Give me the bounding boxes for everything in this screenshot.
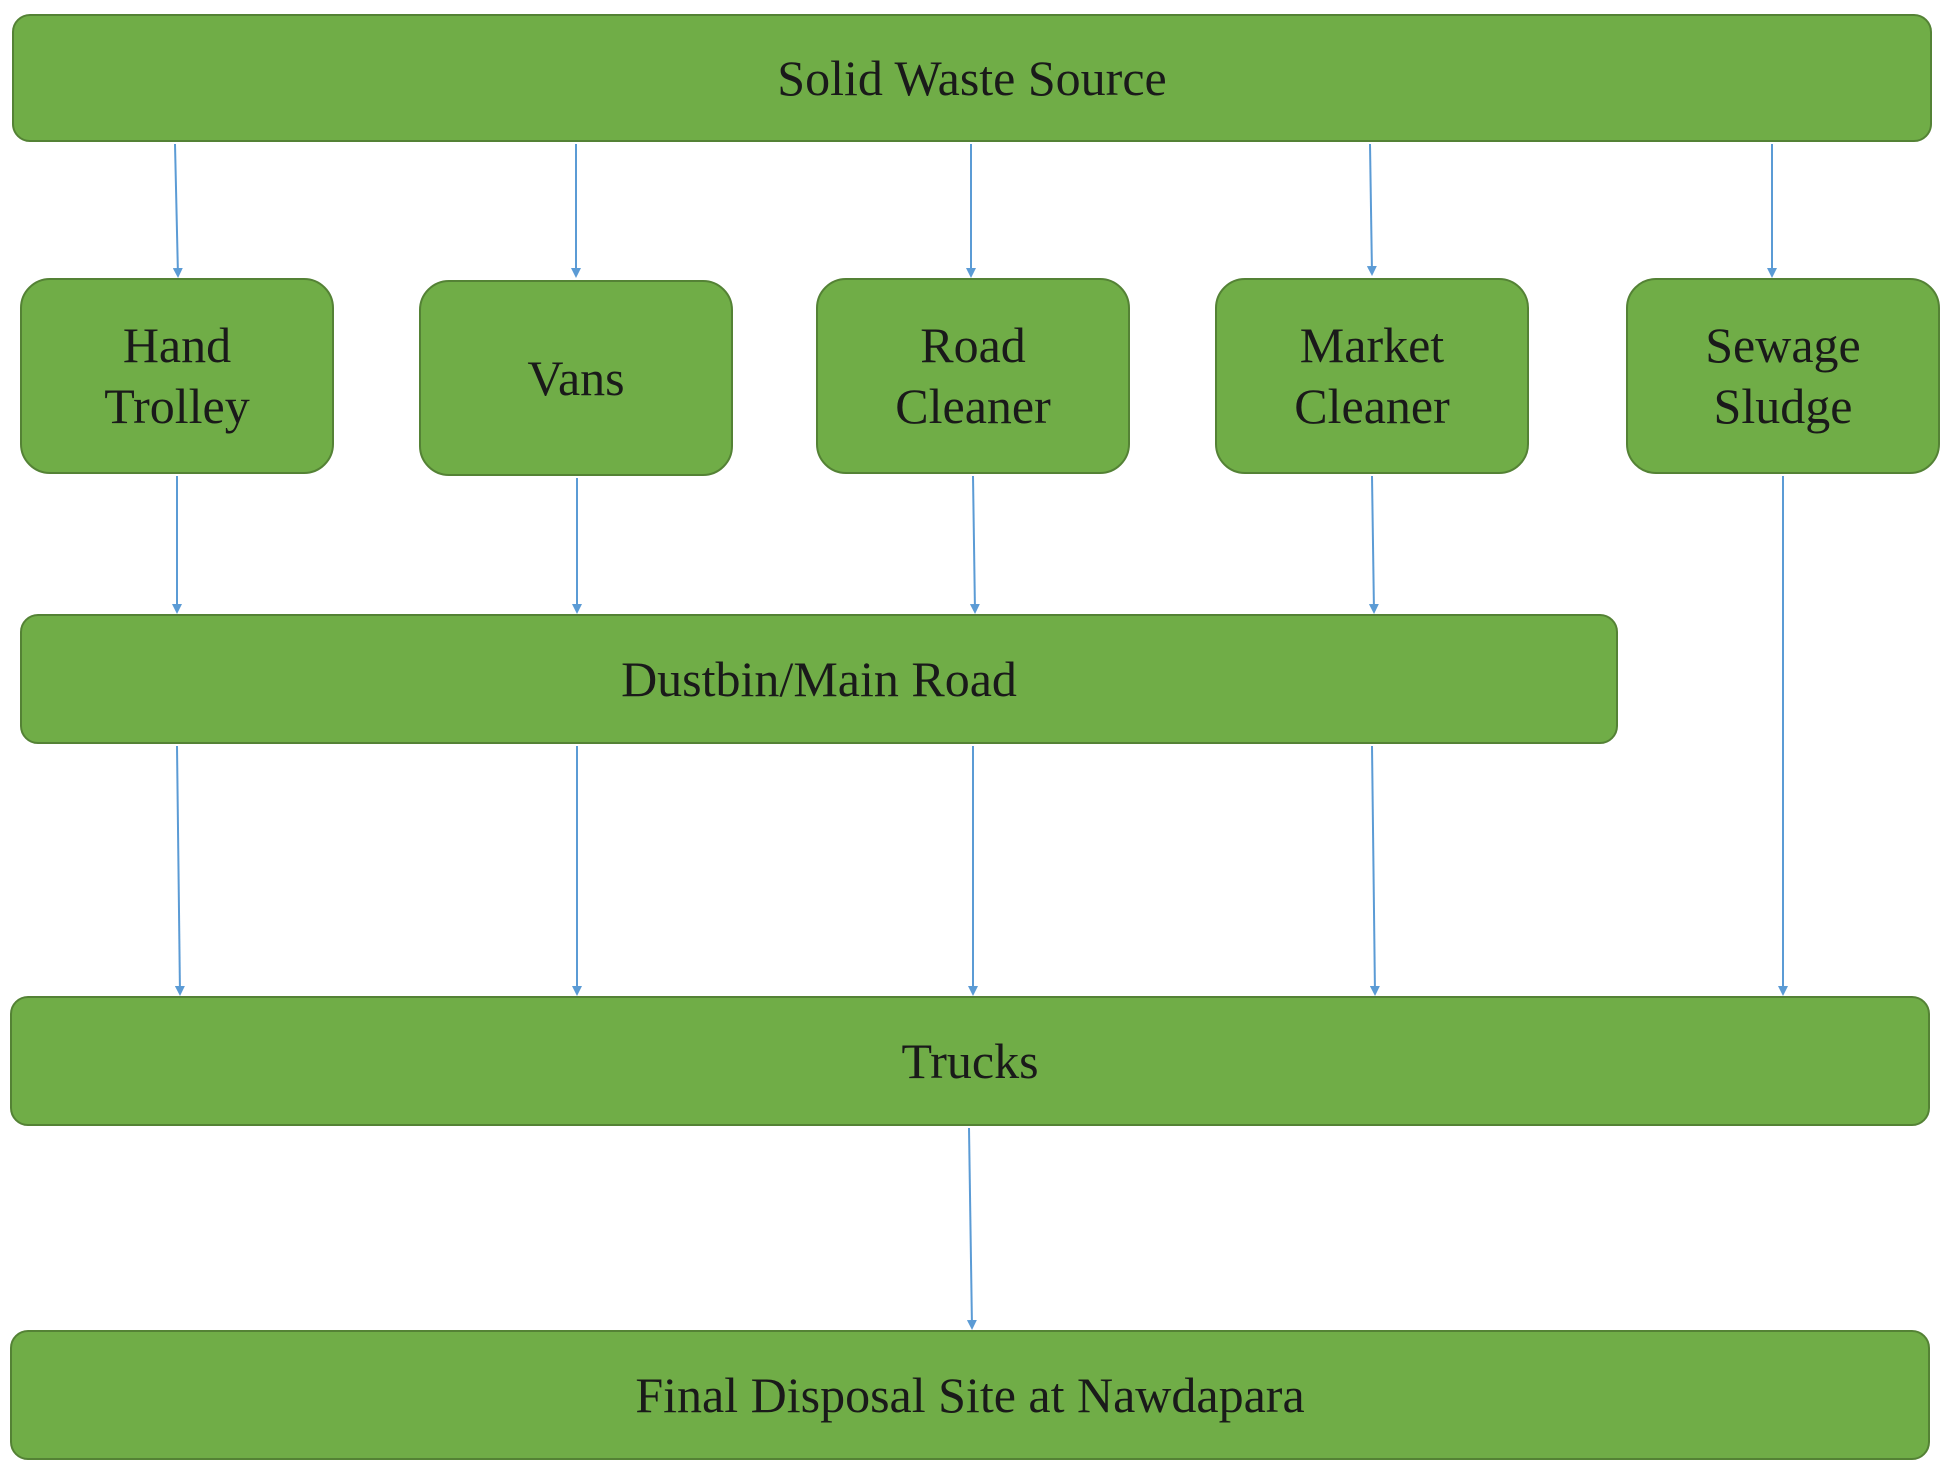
- arrow-market-cleaner-to-dustbin: [1368, 475, 1379, 614]
- node-road-cleaner: Road Cleaner: [816, 278, 1130, 474]
- node-label: Trucks: [901, 1032, 1039, 1089]
- node-sewage-sludge: Sewage Sludge: [1626, 278, 1940, 474]
- node-label-line: Hand: [122, 317, 232, 373]
- node-label: Road Cleaner: [895, 315, 1050, 437]
- node-label: Dustbin/Main Road: [621, 650, 1017, 707]
- node-label-line: Cleaner: [1294, 378, 1450, 434]
- node-vans: Vans: [419, 280, 733, 476]
- arrow-source-to-market-cleaner: [1366, 143, 1377, 276]
- arrow-road-cleaner-to-dustbin: [969, 475, 980, 614]
- node-trucks: Trucks: [10, 996, 1930, 1126]
- node-label-line: Sewage: [1705, 317, 1861, 373]
- node-label-line: Sludge: [1713, 378, 1853, 434]
- node-label-line: Road: [920, 317, 1026, 373]
- node-label-line: Trolley: [104, 378, 250, 434]
- node-market-cleaner: Market Cleaner: [1215, 278, 1529, 474]
- node-hand-trolley: Hand Trolley: [20, 278, 334, 474]
- node-final-disposal-site: Final Disposal Site at Nawdapara: [10, 1330, 1930, 1460]
- node-label: Solid Waste Source: [777, 49, 1167, 106]
- node-label-line: Cleaner: [895, 378, 1051, 434]
- arrow-source-to-hand-trolley: [172, 143, 183, 278]
- node-label: Hand Trolley: [104, 315, 249, 437]
- arrow-dustbin-to-trucks-1: [174, 745, 185, 996]
- arrow-trucks-to-final-disposal: [966, 1127, 977, 1330]
- node-dustbin-main-road: Dustbin/Main Road: [20, 614, 1618, 744]
- node-label: Sewage Sludge: [1705, 315, 1861, 437]
- node-label: Vans: [527, 349, 625, 406]
- node-label-line: Market: [1299, 317, 1445, 373]
- node-label: Final Disposal Site at Nawdapara: [635, 1366, 1305, 1423]
- arrow-dustbin-to-trucks-4: [1369, 745, 1380, 996]
- node-solid-waste-source: Solid Waste Source: [12, 14, 1932, 142]
- node-label: Market Cleaner: [1294, 315, 1449, 437]
